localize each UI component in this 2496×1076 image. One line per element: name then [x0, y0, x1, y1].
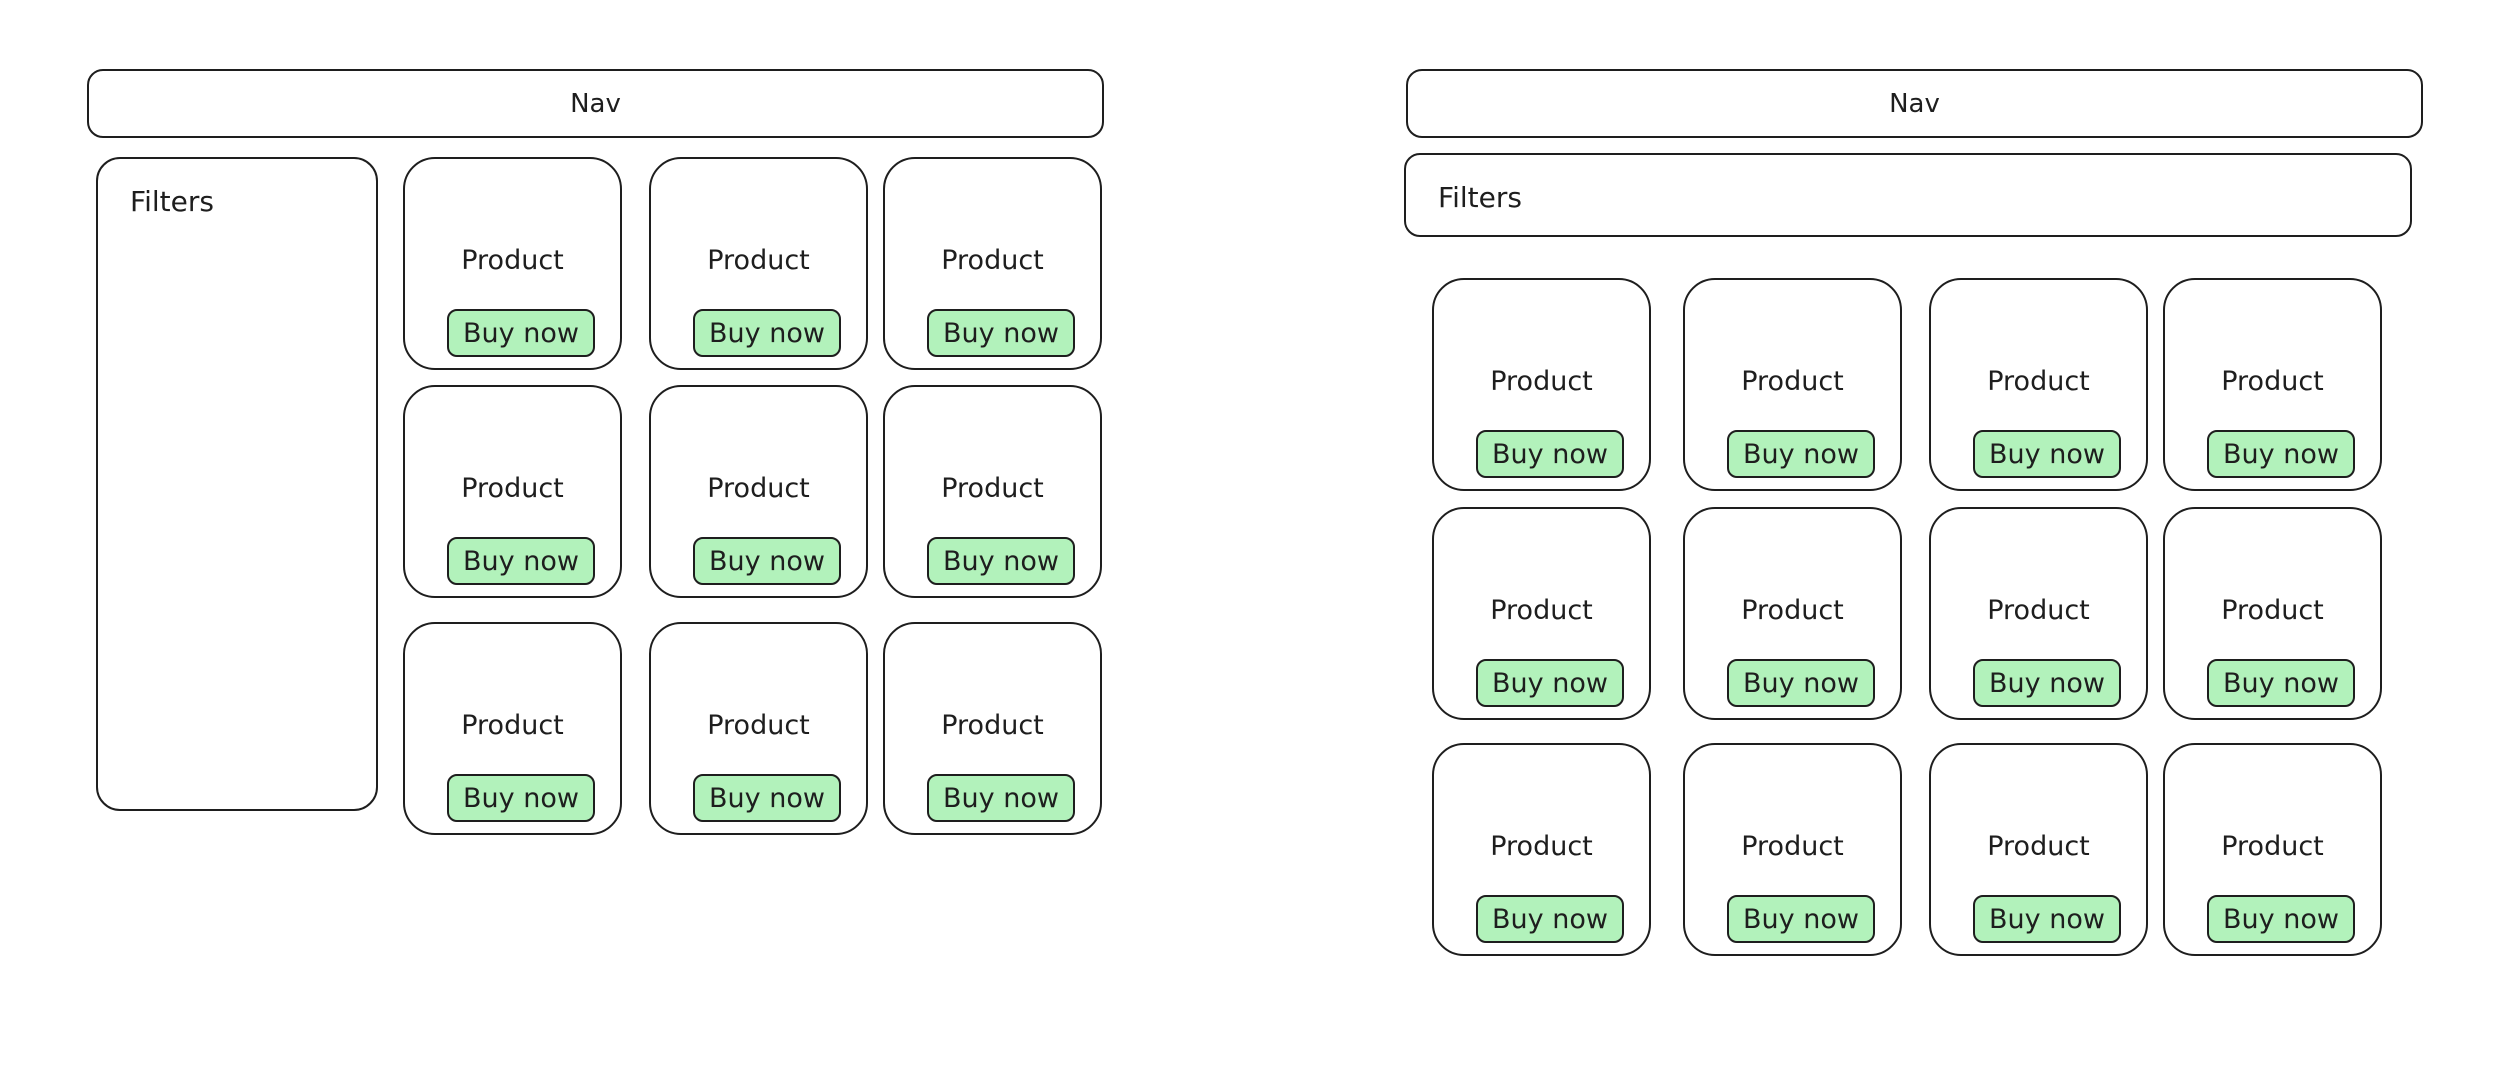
product-label: Product	[1741, 595, 1844, 626]
buy-now-button[interactable]: Buy now	[1476, 430, 1624, 478]
product-label: Product	[461, 710, 564, 741]
product-label: Product	[1987, 831, 2090, 862]
left-filters-sidebar: Filters	[96, 157, 378, 811]
product-label: Product	[1490, 366, 1593, 397]
product-label: Product	[1490, 831, 1593, 862]
buy-now-button[interactable]: Buy now	[693, 537, 841, 585]
buy-now-button[interactable]: Buy now	[1476, 659, 1624, 707]
buy-now-button[interactable]: Buy now	[927, 537, 1075, 585]
product-label: Product	[2221, 366, 2324, 397]
product-label: Product	[2221, 831, 2324, 862]
buy-now-button[interactable]: Buy now	[2207, 430, 2355, 478]
left-filters-label: Filters	[130, 185, 214, 218]
right-filters-label: Filters	[1438, 181, 1522, 214]
product-label: Product	[941, 245, 1044, 276]
buy-now-button[interactable]: Buy now	[2207, 895, 2355, 943]
buy-now-button[interactable]: Buy now	[927, 309, 1075, 357]
buy-now-button[interactable]: Buy now	[447, 537, 595, 585]
buy-now-button[interactable]: Buy now	[1476, 895, 1624, 943]
product-label: Product	[1741, 831, 1844, 862]
right-filters-bar: Filters	[1404, 153, 2412, 237]
right-nav-label: Nav	[1889, 88, 1940, 119]
buy-now-button[interactable]: Buy now	[693, 309, 841, 357]
left-nav-label: Nav	[570, 88, 621, 119]
right-nav-bar: Nav	[1406, 69, 2423, 138]
product-label: Product	[1987, 595, 2090, 626]
buy-now-button[interactable]: Buy now	[693, 774, 841, 822]
product-label: Product	[941, 710, 1044, 741]
product-label: Product	[707, 473, 810, 504]
buy-now-button[interactable]: Buy now	[927, 774, 1075, 822]
buy-now-button[interactable]: Buy now	[1727, 430, 1875, 478]
buy-now-button[interactable]: Buy now	[1973, 659, 2121, 707]
product-label: Product	[707, 710, 810, 741]
product-label: Product	[2221, 595, 2324, 626]
product-label: Product	[1490, 595, 1593, 626]
left-nav-bar: Nav	[87, 69, 1104, 138]
product-label: Product	[941, 473, 1044, 504]
buy-now-button[interactable]: Buy now	[1973, 430, 2121, 478]
product-label: Product	[707, 245, 810, 276]
buy-now-button[interactable]: Buy now	[1727, 659, 1875, 707]
buy-now-button[interactable]: Buy now	[1973, 895, 2121, 943]
buy-now-button[interactable]: Buy now	[447, 774, 595, 822]
buy-now-button[interactable]: Buy now	[1727, 895, 1875, 943]
product-label: Product	[461, 245, 564, 276]
product-label: Product	[1987, 366, 2090, 397]
product-label: Product	[461, 473, 564, 504]
buy-now-button[interactable]: Buy now	[447, 309, 595, 357]
product-label: Product	[1741, 366, 1844, 397]
buy-now-button[interactable]: Buy now	[2207, 659, 2355, 707]
